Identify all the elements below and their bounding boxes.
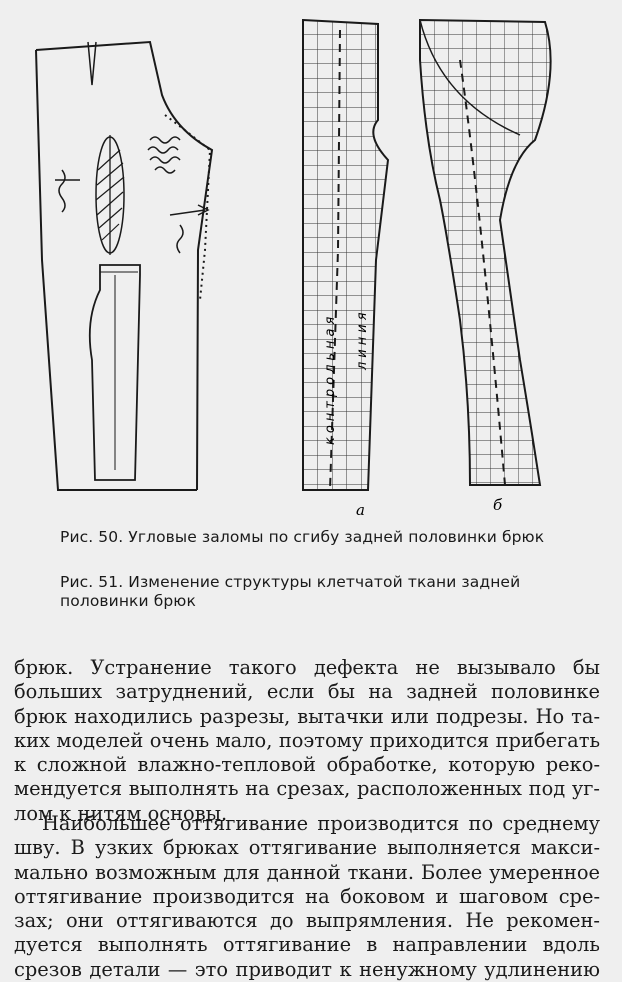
fig50-wrinkle-marks — [58, 136, 184, 254]
paragraph-1-line: брюк находились разрезы, вытачки или под… — [14, 704, 600, 728]
paragraph-2-line: Наибольшее оттягивание производится по с… — [42, 812, 600, 835]
paragraph-2-line: мально возможным для данной ткани. Более… — [14, 860, 600, 884]
caption-fig51: Рис. 51. Изменение структуры клетчатой т… — [60, 573, 521, 610]
paragraph-1-line: мендуется выполнять на срезах, расположе… — [14, 777, 600, 801]
fig51b-label: б — [493, 496, 503, 514]
fig51a-vertical-label-2: линия — [355, 308, 370, 371]
paragraph-1-line: больших затруднений, если бы на задней п… — [14, 680, 600, 704]
fig51a-label: а — [356, 501, 365, 519]
fig51a-control-line — [329, 29, 341, 491]
paragraph-1-line: к сложной влажно-тепловой обработке, кот… — [14, 753, 600, 777]
caption-fig50: Рис. 50. Угловые заломы по сгибу задней … — [60, 528, 545, 546]
fig50-dotted-line — [164, 114, 212, 301]
fig51a-vertical-label-1: контрольная — [323, 313, 338, 445]
paragraph-2-line: дуется выполнять оттягивание в направлен… — [14, 933, 600, 957]
paragraph-2-line: зах; они оттягиваются до выпрямления. Не… — [14, 909, 600, 933]
figure-50-drawing: а контрольная линия б — [35, 18, 552, 519]
fig50-pocket-piece — [88, 264, 141, 481]
paragraph-1-line: ких моделей очень мало, поэтому приходит… — [14, 728, 600, 752]
paragraph-2-line: срезов детали — это приводит к ненужному… — [14, 957, 600, 981]
fig51b-panel — [419, 18, 552, 486]
paragraph-1-line: лом к нитям основы. — [14, 801, 228, 825]
fig51a-panel — [302, 18, 390, 491]
fig51b-control-line — [459, 59, 506, 486]
fig50-outline-left — [35, 49, 197, 491]
paragraph-1-line: брюк. Устранение такого дефекта не вызыв… — [14, 656, 600, 679]
paragraph-1: брюк. Устранение такого дефекта не вызыв… — [14, 656, 600, 826]
paragraph-2-line: оттягивание производится на боковом и ша… — [14, 884, 600, 908]
paragraph-2: Наибольшее оттягивание производится по с… — [14, 812, 600, 982]
fig50-outline-right — [35, 40, 214, 491]
figures-area: а контрольная линия б — [35, 18, 552, 519]
fig50-dart — [87, 41, 97, 86]
paragraph-2-line: шву. В узких брюках оттягивание выполняе… — [14, 836, 600, 860]
